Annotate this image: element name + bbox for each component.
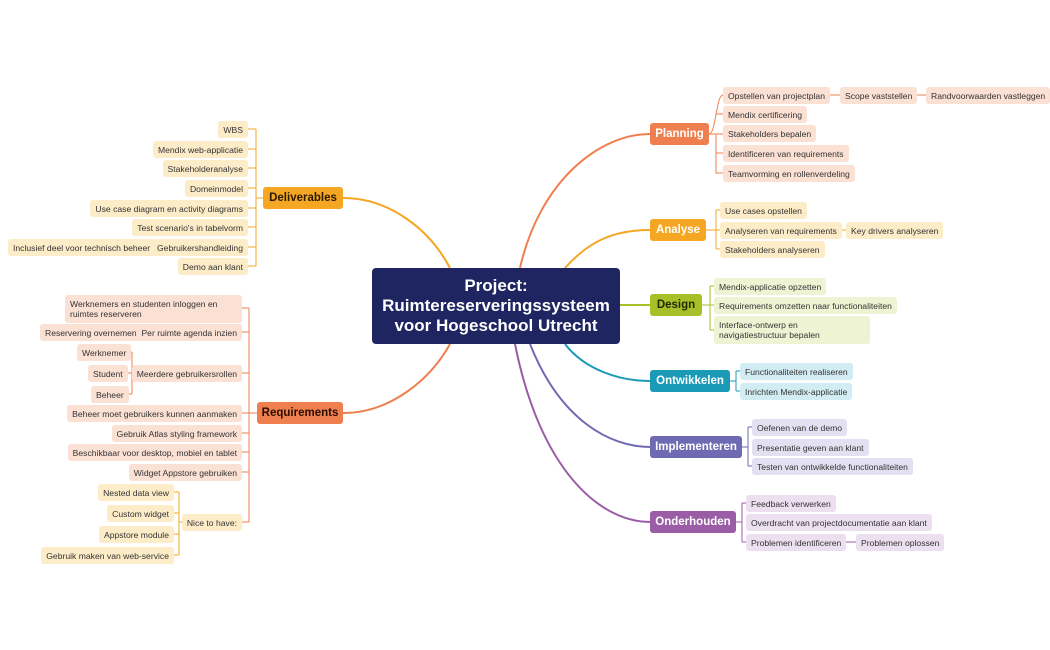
onderhouden-item[interactable]: Feedback verwerken <box>746 495 836 512</box>
deliverables-item[interactable]: WBS <box>218 121 248 138</box>
onderhouden-item[interactable]: Overdracht van projectdocumentatie aan k… <box>746 514 932 531</box>
planning-item[interactable]: Stakeholders bepalen <box>723 125 817 142</box>
implementeren-item[interactable]: Presentatie geven aan klant <box>752 439 869 456</box>
branch-requirements[interactable]: Requirements <box>257 402 343 424</box>
analyse-item[interactable]: Stakeholders analyseren <box>720 241 825 258</box>
deliverables-item[interactable]: Stakeholderanalyse <box>162 160 248 177</box>
planning-item[interactable]: Opstellen van projectplan <box>723 87 830 104</box>
requirements-item[interactable]: Nice to have: <box>181 514 242 531</box>
ontwikkelen-item[interactable]: Inrichten Mendix-applicatie <box>740 383 853 400</box>
deliverables-item[interactable]: Use case diagram en activity diagrams <box>90 200 248 217</box>
requirements-item[interactable]: Beheer moet gebruikers kunnen aanmaken <box>67 405 242 422</box>
analyse-item[interactable]: Analyseren van requirements <box>720 222 842 239</box>
central-topic[interactable]: Project: Ruimtereserveringssysteem voor … <box>372 268 620 344</box>
ontwikkelen-item[interactable]: Functionaliteiten realiseren <box>740 363 853 380</box>
onderhouden-item[interactable]: Problemen oplossen <box>856 534 945 551</box>
analyse-item[interactable]: Use cases opstellen <box>720 202 807 219</box>
implementeren-item[interactable]: Testen van ontwikkelde functionaliteiten <box>752 458 913 475</box>
requirements-item[interactable]: Beschikbaar voor desktop, mobiel en tabl… <box>67 444 242 461</box>
requirements-item[interactable]: Werknemers en studenten inloggen en ruim… <box>65 295 242 323</box>
requirements-item[interactable]: Per ruimte agenda inzien <box>136 324 242 341</box>
requirements-item[interactable]: Widget Appstore gebruiken <box>128 464 242 481</box>
design-item[interactable]: Mendix-applicatie opzetten <box>714 278 827 295</box>
branch-design[interactable]: Design <box>650 294 702 316</box>
requirements-item[interactable]: Meerdere gebruikersrollen <box>131 365 242 382</box>
nice-to-have-item[interactable]: Appstore module <box>99 526 174 543</box>
deliverables-item[interactable]: Test scenario's in tabelvorm <box>132 219 248 236</box>
requirements-rol[interactable]: Beheer <box>91 386 129 403</box>
planning-item[interactable]: Teamvorming en rollenverdeling <box>723 165 855 182</box>
branch-implementeren[interactable]: Implementeren <box>650 436 742 458</box>
branch-planning[interactable]: Planning <box>650 123 709 145</box>
nice-to-have-item[interactable]: Custom widget <box>107 505 174 522</box>
planning-item[interactable]: Scope vaststellen <box>840 87 918 104</box>
deliverables-item[interactable]: Domeinmodel <box>184 180 248 197</box>
branch-onderhouden[interactable]: Onderhouden <box>650 511 736 533</box>
design-item[interactable]: Interface-ontwerp en navigatiestructuur … <box>714 316 870 344</box>
requirements-item[interactable]: Reservering overnemen <box>40 324 142 341</box>
requirements-item[interactable]: Gebruik Atlas styling framework <box>111 425 242 442</box>
requirements-rol[interactable]: Student <box>88 365 128 382</box>
analyse-item[interactable]: Key drivers analyseren <box>846 222 944 239</box>
implementeren-item[interactable]: Oefenen van de demo <box>752 419 848 436</box>
deliverables-item[interactable]: Inclusief deel voor technisch beheer <box>8 239 156 256</box>
design-item[interactable]: Requirements omzetten naar functionalite… <box>714 297 897 314</box>
nice-to-have-item[interactable]: Gebruik maken van web-service <box>41 547 174 564</box>
branch-analyse[interactable]: Analyse <box>650 219 706 241</box>
deliverables-item[interactable]: Mendix web-applicatie <box>152 141 248 158</box>
planning-item[interactable]: Identificeren van requirements <box>723 145 849 162</box>
deliverables-item[interactable]: Demo aan klant <box>177 258 248 275</box>
nice-to-have-item[interactable]: Nested data view <box>98 484 174 501</box>
branch-deliverables[interactable]: Deliverables <box>263 187 343 209</box>
planning-item[interactable]: Randvoorwaarden vastleggen <box>926 87 1050 104</box>
onderhouden-item[interactable]: Problemen identificeren <box>746 534 847 551</box>
requirements-rol[interactable]: Werknemer <box>77 344 132 361</box>
planning-item[interactable]: Mendix certificering <box>723 106 808 123</box>
deliverables-item[interactable]: Gebruikershandleiding <box>152 239 248 256</box>
branch-ontwikkelen[interactable]: Ontwikkelen <box>650 370 730 392</box>
